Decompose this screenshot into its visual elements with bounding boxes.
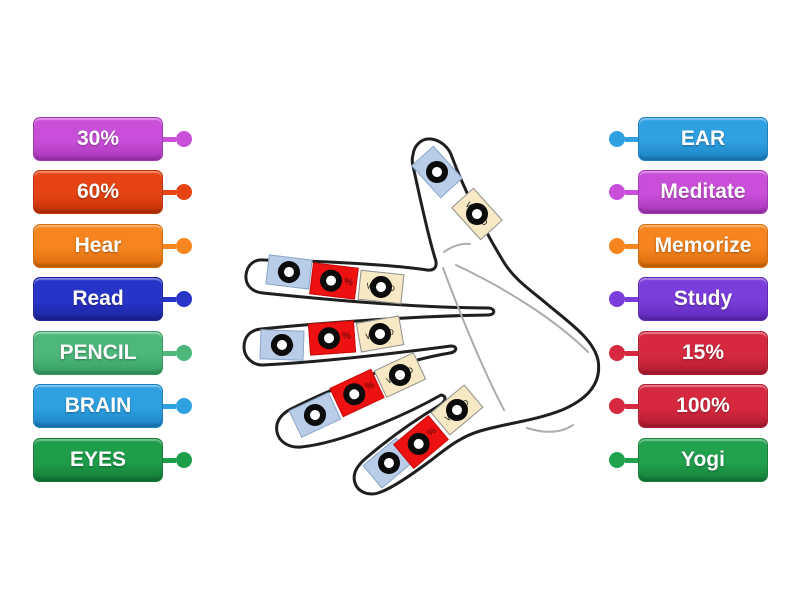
draggable-label-button[interactable]: 30% [33,117,163,161]
target-hole-icon [276,259,302,285]
target-hole-icon [318,268,344,293]
draggable-label-button[interactable]: EYES [33,438,163,482]
connector-stem [625,350,638,356]
connector-stem [163,189,176,195]
palm-crease-line [443,242,471,253]
connector-stem [163,136,176,142]
connector-dot [176,398,192,414]
drop-target-image-tag[interactable]: Image [288,392,342,438]
tag-label: % [343,276,354,289]
draggable-label-button[interactable]: Read [33,277,163,321]
connector-dot [609,131,625,147]
connector-stem [163,243,176,249]
label-text: Read [72,287,124,310]
target-hole-icon [421,156,453,188]
draggable-label-button[interactable]: 60% [33,170,163,214]
draggable-label-button[interactable]: 100% [638,384,768,428]
label-row: EYES [33,438,192,482]
connector-dot [609,291,625,307]
connector-stem [625,457,638,463]
target-hole-icon [270,333,294,357]
draggable-label-button[interactable]: Study [638,277,768,321]
label-row: Meditate [609,170,768,214]
connector-dot [176,238,192,254]
drop-target-image-tag[interactable]: Image [265,254,313,290]
connector-stem [625,243,638,249]
label-row: PENCIL [33,331,192,375]
label-text: PENCIL [59,341,137,364]
label-text: 60% [76,180,120,203]
connector-dot [176,452,192,468]
connector-dot [609,398,625,414]
target-hole-icon [317,326,341,350]
target-hole-icon [300,400,330,430]
connector-dot [609,184,625,200]
connector-stem [625,403,638,409]
label-row: Hear [33,224,192,268]
tag-label: % [363,379,377,394]
label-row: EAR [609,117,768,161]
drop-target-percent-tag[interactable]: % [309,262,359,300]
drop-target-image-tag[interactable]: Image [259,329,305,361]
label-text: EAR [680,127,726,150]
draggable-label-button[interactable]: 15% [638,331,768,375]
label-text: Yogi [681,448,725,471]
connector-dot [609,345,625,361]
label-row: Memorize [609,224,768,268]
connector-stem [163,403,176,409]
label-text: Study [673,287,733,310]
label-text: Hear [74,234,122,257]
label-text: Meditate [660,180,746,203]
connector-stem [625,189,638,195]
connector-stem [163,457,176,463]
label-row: 30% [33,117,192,161]
connector-dot [176,184,192,200]
label-text: 15% [681,341,725,364]
draggable-label-button[interactable]: PENCIL [33,331,163,375]
label-text: 30% [76,127,120,150]
drop-target-image-tag[interactable]: Image [411,145,463,199]
connector-stem [625,136,638,142]
label-text: BRAIN [64,394,132,417]
connector-stem [625,296,638,302]
connector-dot [176,291,192,307]
label-row: Yogi [609,438,768,482]
connector-dot [609,238,625,254]
drop-target-word-tag[interactable]: WORD [451,187,503,241]
draggable-label-button[interactable]: Yogi [638,438,768,482]
target-hole-icon [368,274,394,300]
drop-target-word-tag[interactable]: WORD [355,315,405,353]
palm-crease-line [442,267,505,411]
label-row: 100% [609,384,768,428]
label-row: 15% [609,331,768,375]
label-text: 100% [676,394,730,417]
label-row: 60% [33,170,192,214]
draggable-label-button[interactable]: BRAIN [33,384,163,428]
draggable-label-button[interactable]: EAR [638,117,768,161]
target-hole-icon [367,321,393,347]
label-row: Read [33,277,192,321]
draggable-label-button[interactable]: Hear [33,224,163,268]
drop-target-percent-tag[interactable]: % [307,320,357,356]
connector-stem [163,296,176,302]
label-text: EYES [69,448,127,471]
connector-stem [163,350,176,356]
label-text: Memorize [654,234,752,257]
palm-crease-line [455,264,589,353]
draggable-label-button[interactable]: Meditate [638,170,768,214]
drop-target-word-tag[interactable]: WORD [357,269,405,305]
connector-dot [176,345,192,361]
palm-crease-line [526,424,574,433]
connector-dot [609,452,625,468]
label-row: BRAIN [33,384,192,428]
label-row: Study [609,277,768,321]
draggable-label-button[interactable]: Memorize [638,224,768,268]
target-hole-icon [441,394,473,426]
tag-label: % [341,330,352,343]
connector-dot [176,131,192,147]
